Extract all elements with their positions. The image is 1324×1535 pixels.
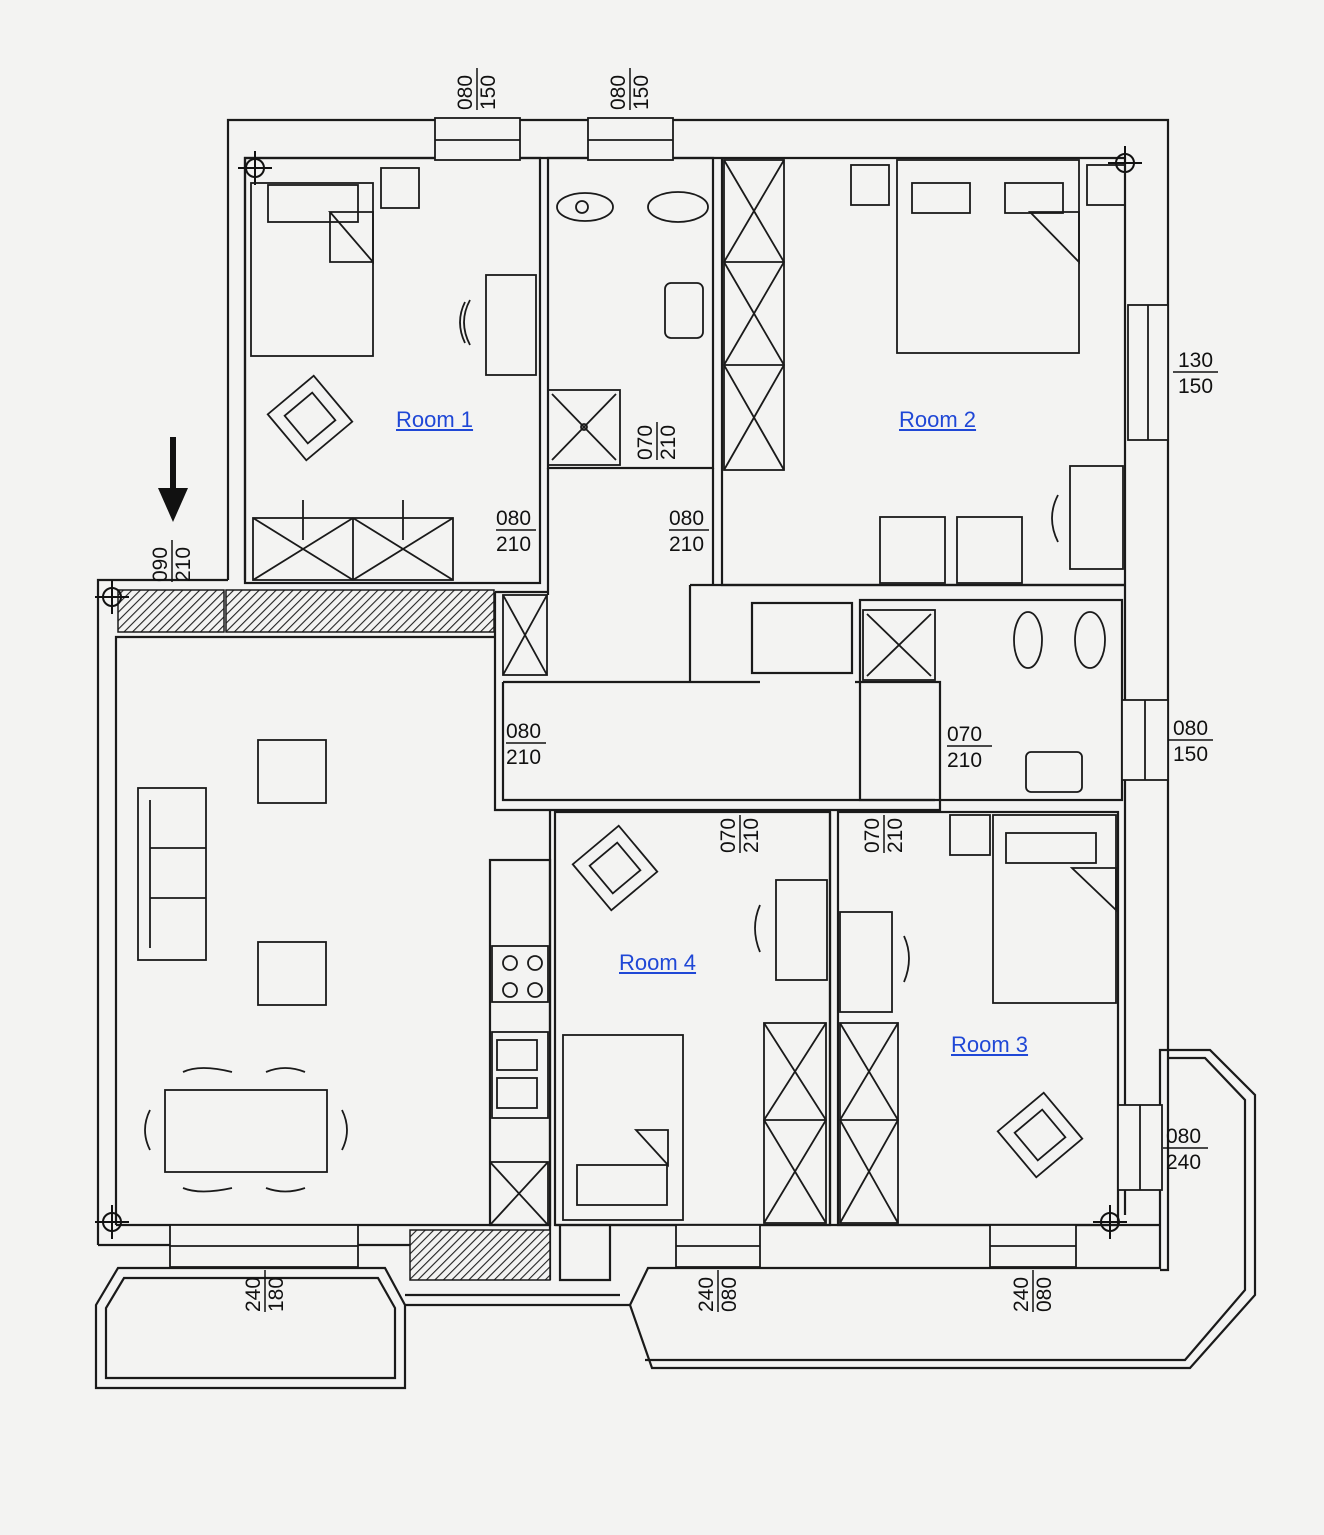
armchair-bottom — [257, 941, 327, 1006]
furniture — [137, 159, 1126, 1226]
dim-win-bottom-living: 240 180 — [242, 1270, 288, 1312]
svg-text:210: 210 — [669, 533, 704, 556]
armchair-top — [257, 739, 327, 804]
svg-text:080: 080 — [1173, 717, 1208, 740]
svg-text:240: 240 — [695, 1277, 718, 1312]
svg-text:080: 080 — [1166, 1125, 1201, 1148]
windows — [169, 117, 1169, 1268]
svg-text:080: 080 — [607, 75, 630, 110]
dim-win-bottom-room3: 240 080 — [1010, 1270, 1056, 1312]
bed-room2 — [896, 159, 1080, 354]
dim-win-right-room2: 130 150 — [1173, 349, 1218, 398]
wardrobe-room4 — [763, 1022, 827, 1224]
dim-win-right-room3: 080 240 — [1163, 1125, 1208, 1174]
svg-text:150: 150 — [1178, 375, 1213, 398]
bed-room1 — [250, 182, 374, 357]
dim-door-bath1: 070 210 — [634, 422, 680, 460]
dimension-labels: 080 150 080 150 130 150 080 150 080 240 … — [149, 68, 1218, 1312]
bed-room4 — [562, 1034, 684, 1221]
svg-text:070: 070 — [634, 425, 657, 460]
svg-text:210: 210 — [172, 547, 195, 582]
sofa — [137, 787, 207, 961]
svg-text:080: 080 — [1033, 1277, 1056, 1312]
svg-text:080: 080 — [669, 507, 704, 530]
room-3-link[interactable]: Room 3 — [951, 1032, 1029, 1057]
room-2-link[interactable]: Room 2 — [899, 407, 977, 432]
svg-text:150: 150 — [1173, 743, 1208, 766]
hatched-walls — [117, 589, 551, 1281]
dim-door-bath2: 070 210 — [947, 723, 992, 772]
survey-markers — [95, 146, 1142, 1239]
dim-door-room1: 080 210 — [496, 507, 536, 556]
svg-text:210: 210 — [947, 749, 982, 772]
svg-text:210: 210 — [740, 818, 763, 853]
svg-text:240: 240 — [242, 1277, 265, 1312]
dim-entrance-door: 090 210 — [149, 540, 195, 582]
wardrobe-room3 — [839, 1022, 899, 1224]
dim-door-room3: 070 210 — [861, 815, 907, 853]
bed-room3 — [992, 814, 1117, 1004]
svg-text:210: 210 — [884, 818, 907, 853]
wardrobe-room2 — [723, 159, 785, 471]
svg-text:130: 130 — [1178, 349, 1213, 372]
desk-room1 — [485, 274, 537, 376]
svg-text:210: 210 — [506, 746, 541, 769]
svg-text:080: 080 — [454, 75, 477, 110]
dim-door-living: 080 210 — [506, 720, 546, 769]
svg-text:070: 070 — [861, 818, 884, 853]
svg-text:090: 090 — [149, 547, 172, 582]
dim-win-right-bath2: 080 150 — [1168, 717, 1213, 766]
svg-text:210: 210 — [657, 425, 680, 460]
dim-win-top-left: 080 150 — [454, 68, 500, 110]
dim-door-room2: 080 210 — [669, 507, 709, 556]
svg-text:240: 240 — [1166, 1151, 1201, 1174]
svg-text:070: 070 — [947, 723, 982, 746]
dim-win-top-bath: 080 150 — [607, 68, 653, 110]
svg-text:210: 210 — [496, 533, 531, 556]
room-1-link[interactable]: Room 1 — [396, 407, 474, 432]
entrance-arrow-icon — [158, 437, 188, 522]
svg-text:080: 080 — [718, 1277, 741, 1312]
svg-text:180: 180 — [265, 1277, 288, 1312]
svg-text:150: 150 — [630, 75, 653, 110]
dim-win-bottom-room4: 240 080 — [695, 1270, 741, 1312]
svg-text:240: 240 — [1010, 1277, 1033, 1312]
dining-table — [164, 1089, 328, 1173]
svg-text:080: 080 — [506, 720, 541, 743]
svg-text:080: 080 — [496, 507, 531, 530]
svg-text:070: 070 — [717, 818, 740, 853]
svg-text:150: 150 — [477, 75, 500, 110]
dim-door-room4: 070 210 — [717, 815, 763, 853]
room-4-link[interactable]: Room 4 — [619, 950, 697, 975]
